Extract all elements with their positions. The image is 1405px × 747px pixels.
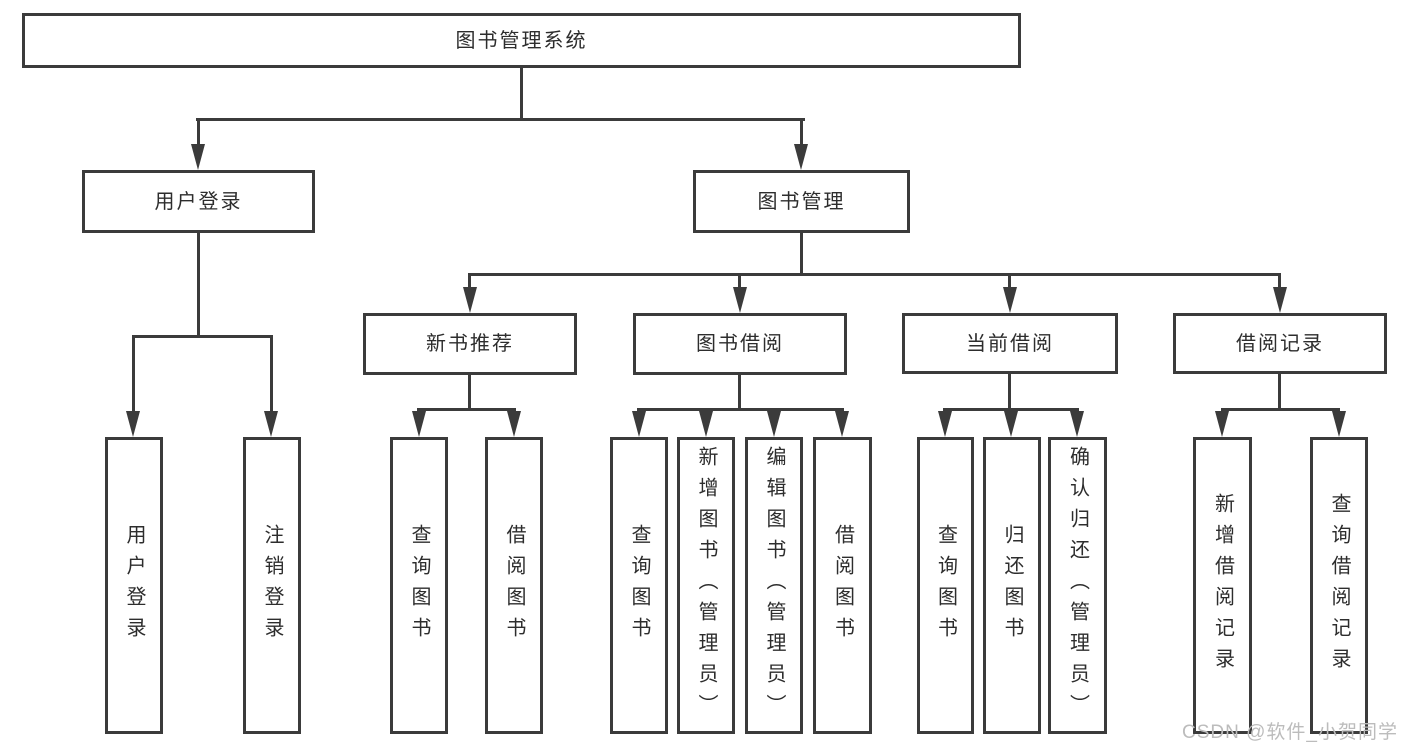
leaf-query-borrow-record: 查询借阅记录 (1310, 437, 1368, 734)
connector-line (1278, 273, 1281, 293)
connector-line (1008, 273, 1011, 293)
connector-line (197, 233, 200, 338)
leaf-query-books-current: 查询图书 (917, 437, 974, 734)
connector-line (468, 273, 1281, 276)
arrowhead-down-icon (264, 411, 278, 437)
connector-line (520, 67, 523, 121)
node-book-management: 图书管理 (693, 170, 910, 233)
connector-line (800, 233, 803, 276)
leaf-user-login: 用户登录 (105, 437, 163, 734)
arrowhead-down-icon (1003, 287, 1017, 313)
node-current-borrowing: 当前借阅 (902, 313, 1118, 374)
connector-line (637, 408, 844, 411)
node-library-management-system: 图书管理系统 (22, 13, 1021, 68)
connector-line (738, 273, 741, 293)
arrowhead-down-icon (699, 411, 713, 437)
arrowhead-down-icon (767, 411, 781, 437)
connector-line (196, 118, 805, 121)
arrowhead-down-icon (191, 144, 205, 170)
node-user-login: 用户登录 (82, 170, 315, 233)
node-book-borrowing: 图书借阅 (633, 313, 847, 375)
leaf-add-book-admin: 新增图书（管理员） (677, 437, 735, 734)
connector-line (738, 375, 741, 411)
node-new-book-recommend: 新书推荐 (363, 313, 577, 375)
arrowhead-down-icon (938, 411, 952, 437)
connector-line (800, 118, 803, 148)
arrowhead-down-icon (1273, 287, 1287, 313)
leaf-edit-book-admin: 编辑图书（管理员） (745, 437, 803, 734)
arrowhead-down-icon (1215, 411, 1229, 437)
connector-line (417, 408, 516, 411)
leaf-query-books-borrowing: 查询图书 (610, 437, 668, 734)
connector-line (1008, 373, 1011, 411)
arrowhead-down-icon (1332, 411, 1346, 437)
arrowhead-down-icon (463, 287, 477, 313)
arrowhead-down-icon (733, 287, 747, 313)
leaf-logout: 注销登录 (243, 437, 301, 734)
arrowhead-down-icon (1004, 411, 1018, 437)
leaf-return-books: 归还图书 (983, 437, 1041, 734)
arrowhead-down-icon (126, 411, 140, 437)
csdn-watermark: CSDN @软件_小贺同学 (1182, 722, 1398, 743)
connector-line (1278, 373, 1281, 411)
arrowhead-down-icon (794, 144, 808, 170)
arrowhead-down-icon (507, 411, 521, 437)
leaf-confirm-return-admin: 确认归还（管理员） (1048, 437, 1107, 734)
leaf-borrow-books-recommend: 借阅图书 (485, 437, 543, 734)
arrowhead-down-icon (412, 411, 426, 437)
connector-line (270, 335, 273, 415)
arrowhead-down-icon (835, 411, 849, 437)
leaf-query-books-recommend: 查询图书 (390, 437, 448, 734)
connector-line (132, 335, 273, 338)
connector-line (132, 335, 135, 415)
connector-line (468, 375, 471, 411)
arrowhead-down-icon (632, 411, 646, 437)
arrowhead-down-icon (1070, 411, 1084, 437)
node-borrowing-records: 借阅记录 (1173, 313, 1387, 374)
connector-line (1221, 408, 1340, 411)
leaf-borrow-books-borrowing: 借阅图书 (813, 437, 872, 734)
connector-line (468, 273, 471, 293)
connector-line (197, 118, 200, 148)
leaf-add-borrow-record: 新增借阅记录 (1193, 437, 1252, 734)
